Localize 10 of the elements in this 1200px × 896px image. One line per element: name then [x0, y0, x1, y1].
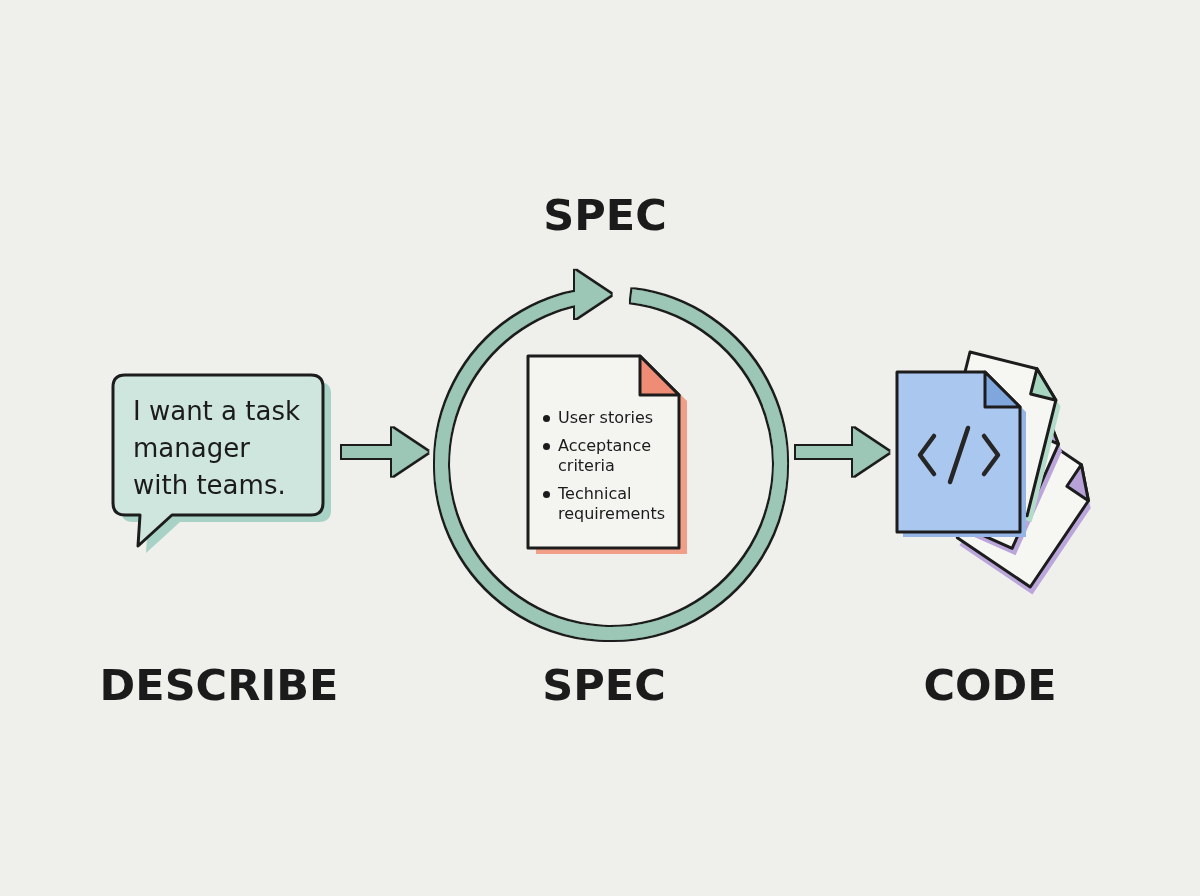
stage-label: CODE: [923, 659, 1057, 711]
list-item: Acceptance criteria: [558, 436, 653, 476]
stage-label: SPEC: [542, 659, 666, 711]
stage-label: DESCRIBE: [99, 659, 339, 711]
stage-heading: SPEC: [543, 189, 667, 241]
arrow: [342, 428, 428, 476]
arrow: [796, 428, 889, 476]
bubble-text: I want a task manager with teams.: [133, 395, 301, 502]
list-item: Technical requirements: [558, 484, 667, 524]
list-item: User stories: [558, 408, 655, 428]
